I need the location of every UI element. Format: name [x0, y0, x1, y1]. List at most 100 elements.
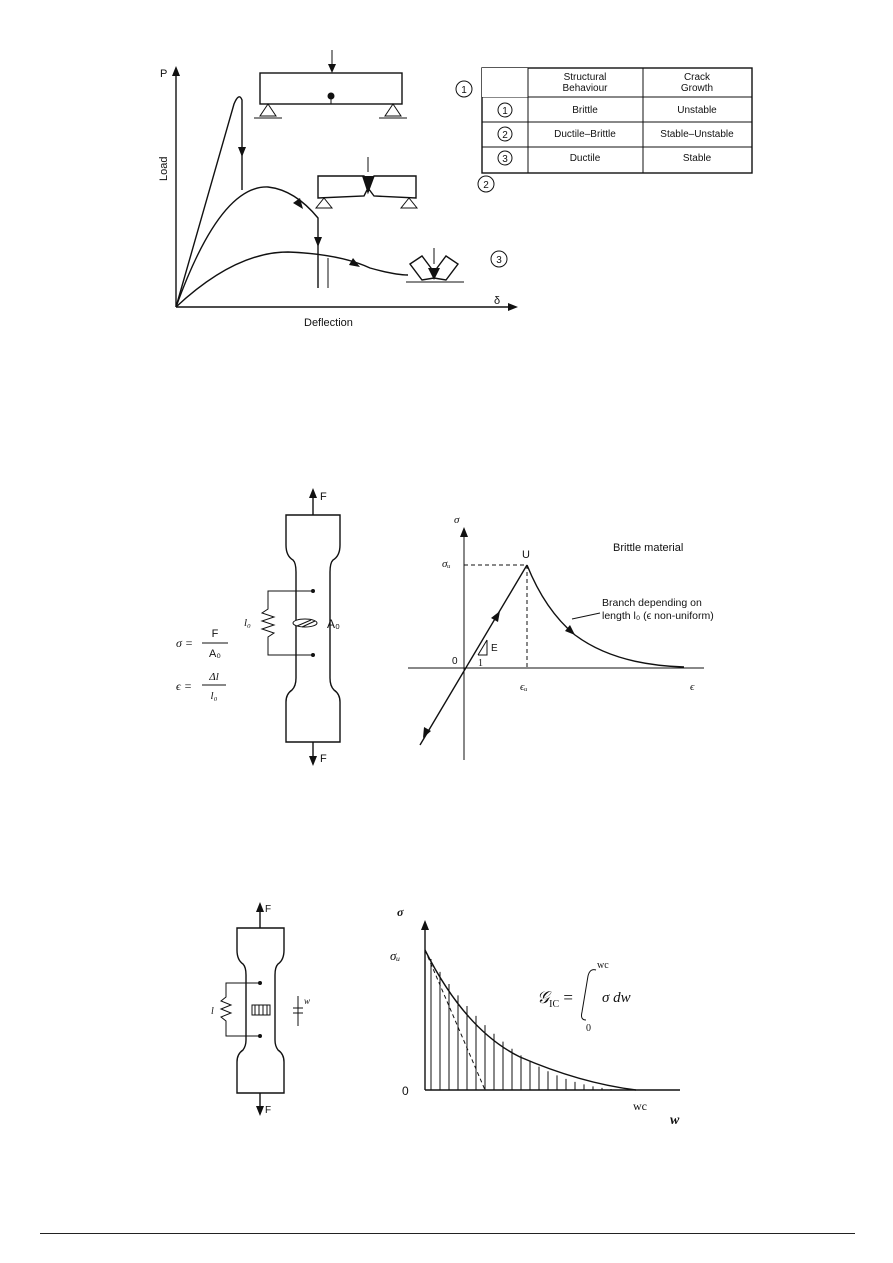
- softening-arrow: [565, 625, 575, 635]
- cohesive-sigma-u-label: σᵤ: [390, 948, 400, 963]
- stress-eq-num: F: [212, 628, 219, 640]
- table-row-1-growth: Unstable: [677, 105, 717, 116]
- beam-1-support-right: [384, 103, 402, 117]
- strain-eq-num: Δl: [208, 671, 219, 683]
- beam-1-support-left: [259, 103, 277, 117]
- curve-brittle-arrow: [238, 147, 246, 157]
- table-row-3-marker: [497, 150, 513, 166]
- material-label: Brittle material: [613, 542, 683, 554]
- marker-3: [490, 250, 508, 268]
- cohesive-sigma-label: σ: [397, 905, 404, 919]
- table-row-3-id: 3: [502, 154, 508, 165]
- marker-2-label: 2: [483, 180, 489, 191]
- integral-upper-limit: wc: [597, 960, 609, 971]
- cohesive-force-top-arrow: [256, 902, 264, 912]
- crack-band: [251, 1004, 271, 1016]
- table-row-3-growth: Stable: [683, 153, 712, 164]
- table-row-2-behaviour: Ductile–Brittle: [554, 129, 616, 140]
- cohesive-origin-label: 0: [402, 1084, 409, 1098]
- beam-3-crack: [428, 268, 440, 280]
- stress-strain-plot: σ σᵤ ϵᵤ ϵ 0 U E 1 Brittle material Branc…: [408, 514, 714, 760]
- elastic-arrow-down: [423, 727, 431, 738]
- cohesive-gauge-label: l: [211, 1006, 214, 1017]
- point-u-label: U: [522, 549, 530, 561]
- cohesive-force-bottom-label: F: [265, 1105, 271, 1116]
- sigma-u-label: σᵤ: [442, 558, 451, 570]
- table-row-1-behaviour: Brittle: [572, 105, 598, 116]
- table-row-1-marker: [497, 102, 513, 118]
- area-hatch-2: [301, 620, 316, 628]
- integral-integrand: σ dw: [602, 990, 631, 1006]
- marker-1: [455, 80, 473, 98]
- gauge-length-label: l₀: [244, 617, 251, 629]
- integral-lower-limit: 0: [586, 1023, 591, 1034]
- w-dimension-label: w: [304, 996, 310, 1006]
- eps-axis-label: ϵ: [690, 681, 695, 693]
- tension-specimen-figure: F F l₀ A₀ σ = F A₀ ϵ = Δl l₀: [176, 488, 341, 766]
- strain-eq-den: l₀: [211, 690, 218, 702]
- branch-note-line-2: length l₀ (ϵ non-uniform): [602, 610, 714, 622]
- cohesive-w-axis-label: w: [670, 1113, 680, 1128]
- curve-2-arrow-b: [314, 237, 322, 247]
- marker-3-label: 3: [496, 255, 502, 266]
- softening-curve-plot: σ σᵤ 0 wc w 𝒢IC = wc 0 σ dw: [390, 905, 680, 1128]
- cohesive-gauge-spring: [219, 982, 260, 1037]
- cohesive-force-bottom-arrow: [256, 1106, 264, 1116]
- beam-2-support-left: [314, 197, 334, 209]
- force-bottom-label: F: [320, 753, 327, 765]
- marker-2: [477, 175, 495, 193]
- curve-ductile: [175, 251, 409, 308]
- delta-axis-arrow: [508, 303, 518, 311]
- beam-1-load-arrow: [328, 64, 336, 73]
- beam-2-crack: [362, 176, 374, 194]
- linear-approx-line: [424, 949, 486, 1091]
- area-hatch-1: [296, 619, 312, 627]
- sigma-axis-label: σ: [454, 514, 460, 526]
- origin-label: 0: [452, 656, 458, 667]
- softening-curve: [424, 949, 637, 1091]
- cohesive-force-top-label: F: [265, 904, 271, 915]
- delta-axis-symbol: δ: [494, 295, 500, 307]
- slope-e-label: E: [491, 643, 498, 654]
- marker-1-label: 1: [461, 85, 467, 96]
- cohesive-specimen-figure: F F l w: [211, 902, 310, 1116]
- gauge-spring: [260, 590, 313, 656]
- stress-eq-lhs: σ =: [176, 636, 193, 650]
- load-axis-label: Load: [158, 157, 170, 181]
- eps-u-label: ϵᵤ: [520, 681, 528, 693]
- stress-eq-den: A₀: [209, 648, 221, 660]
- table-row-2-growth: Stable–Unstable: [660, 129, 734, 140]
- table-row-3-behaviour: Ductile: [570, 153, 601, 164]
- dogbone-specimen: [285, 514, 341, 743]
- cohesive-sigma-axis-arrow: [421, 920, 429, 930]
- elastic-arrow-up: [491, 611, 500, 622]
- deflection-axis-label: Deflection: [304, 317, 353, 329]
- cohesive-wc-label: wc: [633, 1099, 647, 1113]
- energy-area-hatching: [430, 958, 630, 1090]
- curve-ductile-brittle: [175, 186, 319, 308]
- curve-brittle: [175, 96, 243, 308]
- branch-note-line-1: Branch depending on: [602, 597, 702, 609]
- force-bottom-arrow: [309, 756, 317, 766]
- elastic-line: [419, 564, 528, 746]
- table-row-2-id: 2: [502, 130, 508, 141]
- page-footer-rule: [40, 1233, 855, 1234]
- p-axis-symbol: P: [160, 68, 167, 80]
- force-top-arrow: [309, 488, 317, 498]
- sigma-axis-arrow: [460, 527, 468, 537]
- curve-2-arrow-a: [293, 198, 303, 209]
- table-row-1-id: 1: [502, 106, 508, 117]
- beam-ductile: [408, 255, 460, 281]
- area-label: A₀: [327, 617, 340, 631]
- beam-2-support-right: [399, 197, 419, 209]
- table-row-2-marker: [497, 126, 513, 142]
- softening-branch: [526, 564, 685, 668]
- gic-equation-lhs: 𝒢IC =: [537, 988, 573, 1010]
- integral-sign: [581, 969, 597, 1021]
- force-top-label: F: [320, 491, 327, 503]
- strain-eq-lhs: ϵ =: [176, 679, 192, 693]
